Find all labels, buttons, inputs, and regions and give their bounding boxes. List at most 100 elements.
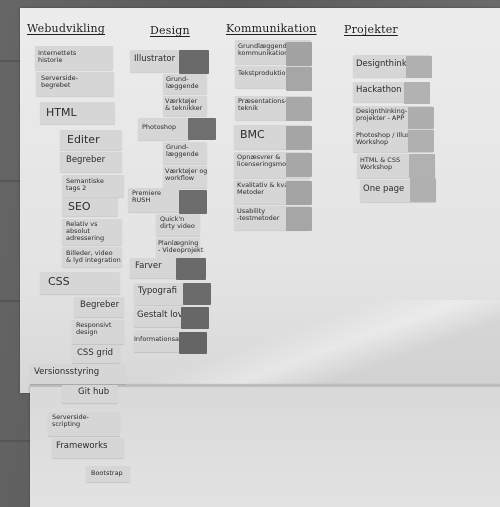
note-label: BMC	[240, 128, 265, 141]
note-label: Git hub	[78, 387, 110, 397]
sticky-note	[72, 320, 124, 344]
color-swatch	[409, 154, 435, 178]
color-swatch	[286, 42, 312, 66]
note-label: Designthinking	[356, 59, 420, 69]
heading-design: Design	[150, 24, 190, 37]
sticky-note	[138, 118, 190, 140]
note-label: Informationsarkitektur	[134, 335, 207, 343]
note-label: Farver	[135, 261, 162, 271]
sticky-note	[156, 238, 200, 260]
sticky-note	[35, 46, 113, 70]
note-label: Serverside- scripting	[52, 413, 89, 428]
note-label: Versionsstyring	[34, 367, 100, 377]
color-swatch	[179, 50, 209, 74]
note-label: Planlægning - Videoprojekt	[158, 239, 204, 254]
note-label: Begreber	[80, 300, 120, 310]
note-label: Tekstproduktion	[238, 69, 290, 77]
note-label: Værktøjer og workflow	[165, 167, 208, 182]
note-label: HTML & CSS Workshop	[360, 156, 401, 171]
note-label: SEO	[68, 200, 91, 213]
note-label: Semantiske tags 2	[66, 177, 104, 192]
note-label: Grund- læggende	[166, 75, 199, 90]
note-label: Begreber	[66, 155, 106, 165]
color-swatch	[183, 283, 211, 305]
note-label: Grund- læggende	[166, 143, 199, 158]
heading-projekter: Projekter	[344, 23, 398, 36]
sticky-note	[130, 258, 176, 278]
note-label: Opnæsvrer & licenseringsmodeller	[237, 153, 305, 168]
note-label: Værktøjer & teknikker	[165, 97, 203, 112]
color-swatch	[286, 181, 312, 205]
note-label: Photoshop	[142, 123, 177, 131]
sticky-note	[52, 438, 124, 458]
note-label: Gestalt love	[137, 310, 189, 320]
sticky-note	[134, 283, 184, 305]
color-swatch	[179, 190, 207, 214]
color-swatch	[286, 207, 312, 231]
note-label: Bootstrap	[91, 469, 123, 477]
sticky-note	[48, 412, 120, 436]
color-swatch	[286, 153, 312, 177]
color-swatch	[176, 258, 206, 280]
sticky-note	[74, 297, 124, 317]
paper-crease	[30, 384, 500, 387]
floor-board	[0, 440, 40, 442]
color-swatch	[188, 118, 216, 140]
note-label: CSS grid	[77, 348, 114, 358]
note-label: Hackathon	[356, 85, 402, 95]
sticky-note	[36, 72, 114, 96]
note-label: Illustrator	[134, 54, 176, 64]
note-label: HTML	[46, 106, 77, 119]
color-swatch	[286, 97, 312, 121]
note-label: Premiere RUSH	[132, 189, 161, 204]
color-swatch	[404, 82, 430, 104]
note-label: Usability -testmetoder	[237, 207, 280, 222]
sticky-note	[163, 96, 207, 116]
color-swatch	[408, 130, 434, 152]
heading-webudvikling: Webudvikling	[27, 22, 106, 35]
note-label: Grundlæggende kommunikation	[238, 42, 291, 57]
sticky-note	[156, 214, 200, 236]
note-label: Serverside- begrebet	[41, 74, 78, 89]
note-label: Typografi	[138, 286, 177, 296]
sticky-note	[134, 330, 180, 352]
sticky-note	[60, 152, 122, 172]
sticky-note	[130, 50, 180, 72]
sticky-note	[62, 198, 118, 216]
note-label: Internettets historie	[38, 49, 77, 64]
sticky-note	[40, 272, 120, 294]
sticky-note	[86, 466, 130, 482]
color-swatch	[286, 126, 312, 150]
sticky-note	[40, 102, 115, 124]
sticky-note	[128, 188, 180, 212]
note-label: Quick'n dirty video	[160, 215, 195, 230]
sticky-note	[134, 307, 182, 327]
note-label: Billeder, video & lyd integration	[66, 249, 121, 264]
sticky-note	[62, 219, 122, 245]
color-swatch	[286, 67, 312, 91]
color-swatch	[179, 332, 207, 354]
sticky-note	[163, 166, 207, 188]
note-label: CSS	[48, 275, 70, 288]
note-label: Editer	[67, 133, 100, 146]
note-label: Responsivt design	[76, 321, 112, 336]
note-label: Præsentations- teknik	[238, 97, 288, 112]
sticky-note	[163, 74, 207, 94]
sticky-note	[30, 364, 126, 384]
sticky-note	[62, 247, 122, 267]
color-swatch	[181, 307, 209, 329]
sticky-note	[163, 142, 207, 164]
sticky-note	[72, 345, 120, 363]
sticky-note	[62, 175, 124, 197]
heading-kommunikation: Kommunikation	[226, 22, 317, 35]
note-label: Designthinking- projekter - APP	[356, 107, 408, 122]
color-swatch	[408, 107, 434, 129]
note-label: One page	[363, 184, 405, 194]
color-swatch	[410, 178, 436, 202]
sticky-note	[62, 385, 118, 403]
color-swatch	[406, 56, 432, 78]
note-label: Frameworks	[56, 441, 108, 451]
note-label: Relativ vs absolut adressering	[66, 220, 105, 242]
sticky-note	[60, 130, 122, 150]
